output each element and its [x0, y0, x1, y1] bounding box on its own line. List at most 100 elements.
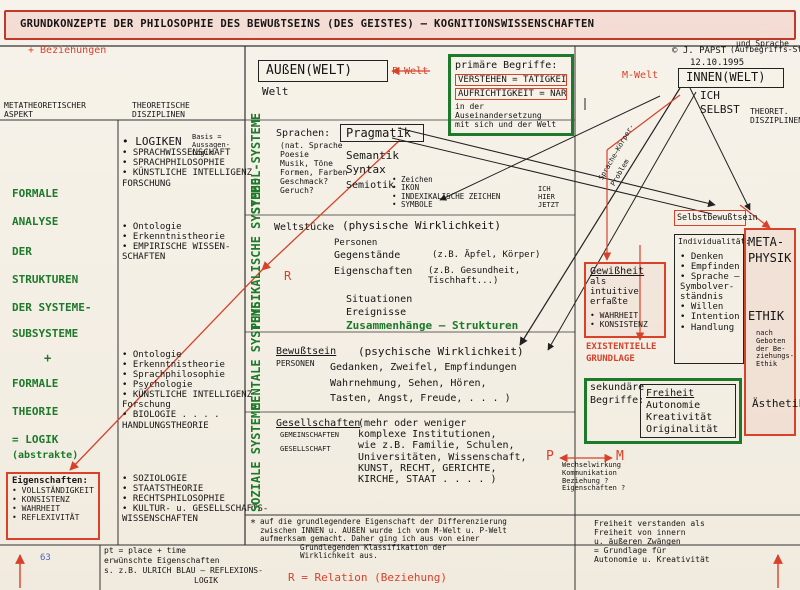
world-pieces-paren: (physische Wirklichkeit)	[342, 219, 501, 232]
interaction-note: Wechselwirkung	[562, 461, 622, 469]
consciousness-line: Tasten, Angst, Freude, . . . )	[330, 393, 511, 404]
language-kind: Formen, Farben	[280, 167, 348, 177]
inner-world-line: SELBST	[700, 103, 740, 116]
primary-item: VERSTEHEN = TÄTIGKEIT	[455, 74, 567, 86]
society-line: KIRCHE, STAAT . . . . )	[358, 473, 497, 485]
formal-line: THEORIE	[12, 405, 59, 418]
property-item: • VOLLSTÄNDIGKEIT	[12, 485, 94, 495]
p-label: P	[546, 449, 554, 464]
discipline-item: • Erkenntnistheorie	[122, 360, 225, 371]
ethics-note-line: der Be-	[756, 344, 786, 353]
world-piece-example: (z.B. Äpfel, Körper)	[432, 250, 541, 260]
self-item: • Denken	[680, 252, 724, 262]
world-piece-example: (z.B. Gesundheit, Tischhaft...)	[428, 266, 521, 287]
header-frame	[4, 10, 796, 40]
pragmatik-box	[340, 124, 424, 142]
society-line: (mehr oder weniger	[358, 418, 467, 429]
interaction-note: Eigenschaften ?	[562, 484, 626, 493]
discipline-item: Forschung	[122, 400, 171, 411]
metaphysics-box	[744, 228, 796, 436]
inner-world-label: INNEN(WELT)	[686, 70, 766, 84]
ethics-note-line: Geboten	[756, 336, 786, 345]
primary-tail: in der Auseinandersetzung	[455, 102, 542, 120]
self-item: Symbolver-	[680, 282, 735, 293]
society-line: komplexe Institutionen,	[358, 429, 497, 441]
m-world-tag: M-Welt	[622, 70, 659, 81]
inner-world-box	[678, 68, 784, 88]
secondary-item: Freiheit	[646, 388, 695, 399]
formal-line: STRUKTUREN	[12, 273, 79, 286]
society-sub: GESELLSCHAFT	[280, 445, 331, 453]
relation-r-label: R	[284, 269, 292, 283]
society-sub: GEMEINSCHAFTEN	[280, 431, 340, 439]
interaction-note: Beziehung ?	[562, 476, 609, 485]
certainty-prop: • KONSISTENZ	[590, 320, 648, 329]
secondary-title: sekundäre	[590, 382, 645, 393]
formal-line: FORMALE	[12, 187, 59, 200]
primary-tail: mit sich und der Welt	[455, 120, 557, 129]
title-suffix: und Sprache	[736, 39, 789, 48]
freedom-note: u. äußeren Zwängen	[594, 536, 681, 546]
society-line: Universitäten, Wissenschaft,	[358, 451, 527, 463]
properties-title: Eigenschaften:	[12, 476, 88, 486]
discipline-item: • BIOLOGIE . . . .	[122, 410, 220, 421]
secondary-concepts-box	[584, 378, 742, 444]
self-consciousness-items: • Denken • Empfinden • Sprache – Symbolv…	[680, 252, 740, 333]
formal-line: SUBSYSTEME	[12, 327, 79, 340]
ethics-note: nach Geboten der Be- ziehungs- Ethik	[756, 329, 794, 369]
formal-line: DER SYSTEME-	[12, 301, 92, 314]
note-line: s. z.B. ULRICH BLAU – REFLEXIONS-	[104, 566, 263, 575]
secondary-item: Autonomie	[646, 400, 701, 411]
society-lines: (mehr oder weniger komplexe Institutione…	[358, 418, 527, 485]
sign-type: • INDEXIKALISCHE ZEICHEN	[392, 191, 501, 201]
discipline-item: WISSENSCHAFTEN	[122, 514, 198, 525]
outer-world-sub: Welt	[262, 85, 289, 98]
vertical-label-mental: MENTALE SYSTEME	[249, 301, 263, 410]
footnote-line: auf die grundlegendere Eigenschaft der D…	[260, 517, 507, 526]
consciousness-line: Gedanken, Zweifel, Empfindungen	[330, 362, 517, 373]
deixis-word: ICH	[538, 185, 551, 193]
outer-world-label: AUßEN(WELT)	[266, 63, 353, 78]
consciousness-head: Bewußtsein	[276, 346, 337, 357]
properties-box: Eigenschaften: • VOLLSTÄNDIGKEIT • KONSI…	[6, 472, 100, 540]
discipline-item: • Ontologie	[122, 350, 182, 360]
discipline-item: • KÜNSTLICHE INTELLIGENZ	[122, 168, 253, 179]
sign-type: • Zeichen	[392, 175, 433, 184]
world-structures: Zusammenhänge – Strukturen	[346, 319, 519, 332]
freedom-note: = Grundlage für	[594, 545, 667, 555]
note-line: erwünschte Eigenschaften	[104, 556, 220, 565]
freedom-note: Freiheit verstanden als	[594, 519, 705, 528]
p-world-tag: P-Welt	[392, 66, 429, 77]
language-kind: Poesie	[280, 149, 309, 159]
self-item: • Sprache –	[680, 272, 740, 283]
language-head: Sprachen:	[276, 128, 331, 139]
theory-column-header: THEORETISCHE DISZIPLINEN	[132, 101, 190, 119]
discipline-item: • SPRACHPHILOSOPHIE	[122, 158, 225, 169]
footnote-line: zwischen INNEN u. AUßEN wurde ich vom M-…	[260, 525, 507, 535]
language-dimension: Pragmatik	[346, 126, 412, 140]
property-item: • KONSISTENZ	[12, 494, 70, 504]
certainty-line: als intuitive	[590, 277, 639, 297]
footnote-star: *	[250, 518, 257, 529]
self-consciousness-title-box	[674, 210, 746, 226]
top-note: + Beziehungen	[28, 45, 107, 56]
formal-line: FORMALE	[12, 377, 59, 390]
freedom-note: Autonomie u. Kreativität	[594, 554, 710, 564]
theory-group-1: • LOGIKEN • SPRACHWISSENSCHAFT • SPRACHP…	[122, 135, 253, 189]
self-item: • Handlung	[680, 322, 735, 333]
inner-world-line: ICH	[700, 89, 720, 102]
theory-group-2: • Ontologie • Erkenntnistheorie • EMPIRI…	[122, 222, 230, 262]
page-title: GRUNDKONZEPTE DER PHILOSOPHIE DES BEWUßT…	[20, 18, 595, 30]
world-piece: Ereignisse	[346, 307, 407, 318]
metaphysics-title: META-	[748, 235, 785, 249]
relation-legend: R = Relation (Beziehung)	[288, 571, 447, 584]
discipline-item: • Ontologie	[122, 222, 182, 232]
property-item: • WAHRHEIT	[12, 503, 61, 513]
right-column-header: THEORET. DISZIPLINEN	[750, 107, 800, 125]
discipline-item: • LOGIKEN	[122, 135, 182, 148]
note-line: pt = place + time	[104, 546, 186, 555]
primary-concepts-box: primäre Begriffe: VERSTEHEN = TÄTIGKEIT …	[448, 54, 574, 136]
consciousness-line: Wahrnehmung, Sehen, Hören,	[330, 378, 487, 389]
secondary-items-box	[640, 384, 736, 438]
